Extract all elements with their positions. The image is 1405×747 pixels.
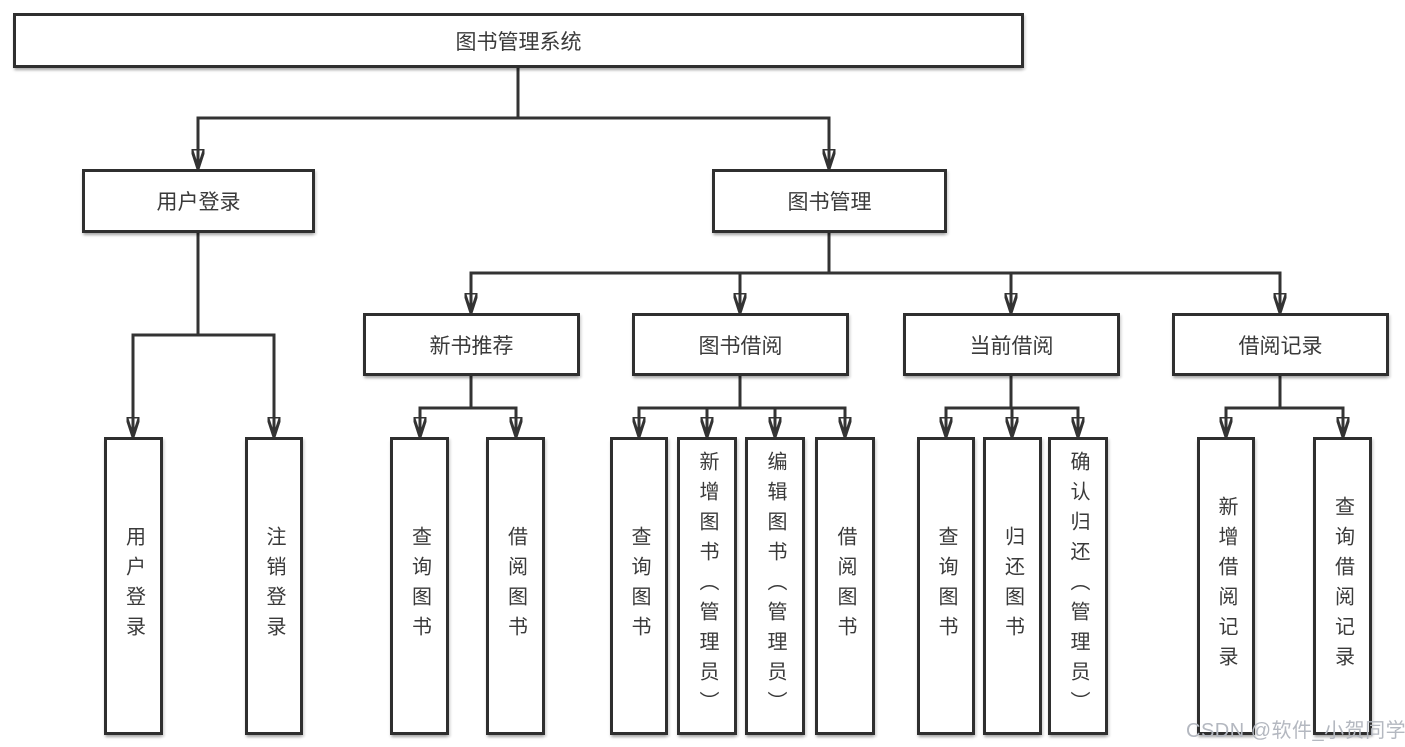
node-login-logout-label: 注销登录 [263,526,285,646]
node-user-login-label: 用户登录 [156,191,241,214]
node-system-root: 图书管理系统 [13,13,1024,68]
node-login-user-login-label: 用户登录 [122,526,145,646]
node-rec-query-book: 查询图书 [390,437,449,735]
node-book-borrow: 图书借阅 [632,313,849,376]
node-system-root-label: 图书管理系统 [455,30,582,54]
node-bb-edit-book-admin-label: 编辑图书（管理员） [764,451,786,721]
csdn-watermark: CSDN @软件_小贺同学 [1186,720,1405,742]
connector-group-current [946,374,1078,437]
node-cb-return-book-label: 归还图书 [1001,526,1024,646]
connector-group-recommend [420,374,516,437]
node-bb-edit-book-admin: 编辑图书（管理员） [745,437,805,735]
node-bb-query-book: 查询图书 [610,437,668,735]
node-cb-query-book-label: 查询图书 [935,526,957,646]
node-bb-borrow-book-label: 借阅图书 [834,526,856,646]
node-book-management-label: 图书管理 [787,191,872,214]
node-cb-confirm-return-admin: 确认归还（管理员） [1048,437,1108,735]
node-user-login: 用户登录 [82,169,315,233]
node-br-query-record-label: 查询借阅记录 [1331,496,1354,676]
node-bb-borrow-book: 借阅图书 [815,437,875,735]
node-br-add-record: 新增借阅记录 [1197,437,1255,735]
node-cb-return-book: 归还图书 [983,437,1042,735]
node-login-logout: 注销登录 [245,437,303,735]
node-borrow-records-label: 借阅记录 [1238,334,1323,358]
node-book-management: 图书管理 [712,169,947,233]
connector-group-borrow [639,374,845,437]
node-rec-query-book-label: 查询图书 [408,526,431,646]
node-borrow-records: 借阅记录 [1172,313,1389,376]
node-book-borrow-label: 图书借阅 [698,334,783,358]
node-bb-add-book-admin-label: 新增图书（管理员） [696,451,718,721]
node-br-add-record-label: 新增借阅记录 [1215,496,1237,676]
node-new-book-recommend: 新书推荐 [363,313,580,376]
connector-group-records [1226,374,1343,437]
node-current-borrow: 当前借阅 [903,313,1120,376]
connector-root-to-level2 [198,66,829,169]
node-cb-query-book: 查询图书 [917,437,975,735]
node-rec-borrow-book: 借阅图书 [486,437,545,735]
connector-login-children [133,231,274,437]
node-bb-query-book-label: 查询图书 [628,526,650,646]
node-cb-confirm-return-admin-label: 确认归还（管理员） [1067,451,1089,721]
node-br-query-record: 查询借阅记录 [1313,437,1372,735]
node-new-book-recommend-label: 新书推荐 [429,334,514,358]
node-rec-borrow-book-label: 借阅图书 [504,526,527,646]
node-login-user-login: 用户登录 [104,437,163,735]
node-bb-add-book-admin: 新增图书（管理员） [677,437,737,735]
connector-mgmt-to-groups [471,231,1280,313]
node-current-borrow-label: 当前借阅 [969,334,1054,358]
